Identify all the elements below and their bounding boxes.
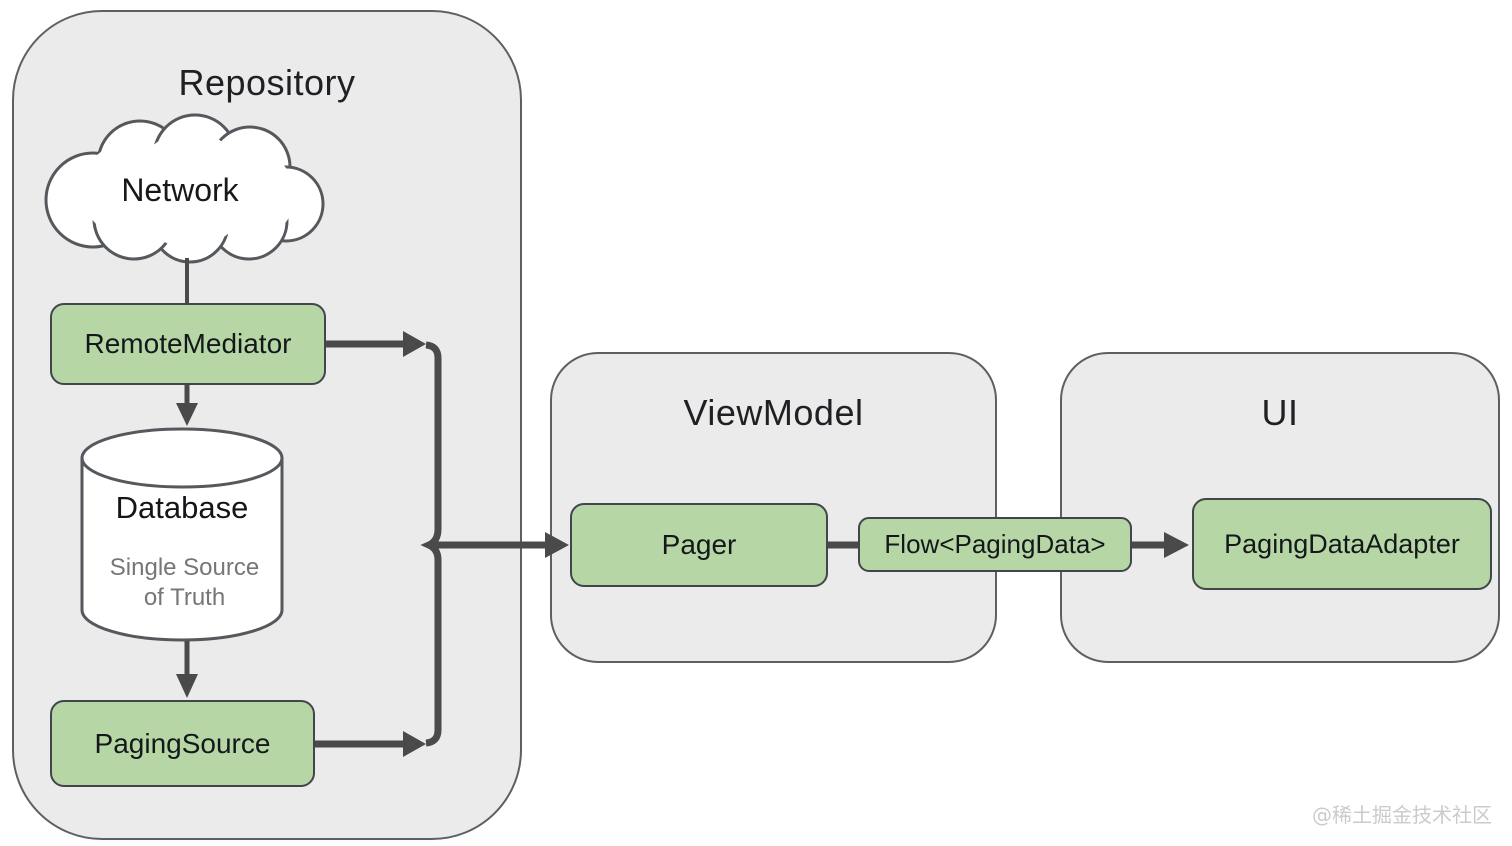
remote-mediator-label: RemoteMediator bbox=[84, 328, 292, 359]
watermark-text: @稀土掘金技术社区 bbox=[1312, 803, 1492, 827]
pager-label: Pager bbox=[661, 529, 737, 560]
edge-remotemediator-to-merge bbox=[326, 331, 426, 357]
database-sublabel-line1: Single Source bbox=[109, 554, 260, 581]
network-cloud-icon bbox=[44, 113, 325, 264]
database-label: Database bbox=[115, 490, 249, 525]
edge-flow-to-pagingdataadapter bbox=[1132, 532, 1189, 558]
network-label: Network bbox=[121, 172, 239, 208]
ui-title: UI bbox=[1261, 392, 1299, 433]
remote-mediator-node: RemoteMediator bbox=[50, 303, 326, 385]
flow-pagingdata-label: Flow<PagingData> bbox=[884, 529, 1106, 559]
database-cylinder-icon bbox=[80, 427, 284, 642]
edge-database-to-pagingsource bbox=[176, 641, 198, 698]
database-sublabel-line2: of Truth bbox=[143, 584, 226, 611]
viewmodel-title: ViewModel bbox=[683, 392, 864, 433]
paging-source-label: PagingSource bbox=[94, 727, 271, 759]
repository-title: Repository bbox=[178, 62, 356, 103]
paging-data-adapter-label: PagingDataAdapter bbox=[1224, 528, 1460, 559]
database-sublabel: Single Source of Truth bbox=[72, 553, 297, 613]
paging-data-adapter-node: PagingDataAdapter bbox=[1192, 498, 1492, 590]
edge-merge-to-pager bbox=[429, 532, 569, 558]
pager-node: Pager bbox=[570, 503, 828, 587]
flow-pagingdata-node: Flow<PagingData> bbox=[858, 517, 1132, 572]
edge-remotemediator-to-database bbox=[176, 385, 198, 426]
paging-source-node: PagingSource bbox=[50, 700, 315, 787]
edge-pagingsource-to-merge bbox=[315, 731, 426, 757]
